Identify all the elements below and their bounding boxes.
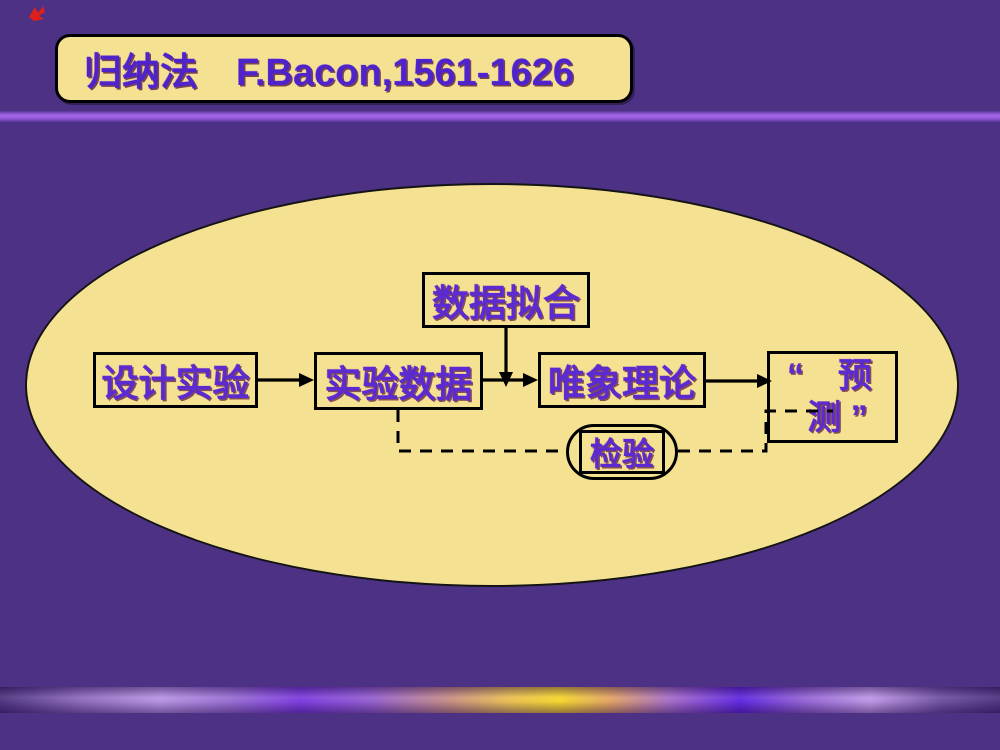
node-data-fitting-label: 数据拟合 [432, 283, 580, 324]
red-mark-icon [29, 6, 45, 21]
title-box: 归纳法 F.Bacon,1561-1626 [55, 34, 633, 103]
divider-line [0, 111, 1000, 122]
node-design-experiment-label: 设计实验 [101, 363, 250, 404]
node-verification: 检验 [566, 424, 678, 480]
node-experimental-data-label: 实验数据 [324, 364, 473, 405]
node-prediction-label-line1: “ 预 [787, 357, 872, 395]
node-experimental-data: 实验数据 [314, 352, 483, 410]
node-verification-label: 检验 [589, 436, 654, 472]
node-data-fitting: 数据拟合 [422, 272, 590, 328]
node-verification-inner-box: 检验 [579, 430, 665, 474]
node-phenomenological-theory-label: 唯象理论 [548, 363, 696, 404]
node-prediction: “ 预 测 ” [767, 351, 898, 443]
footer-gradient-bar [0, 687, 1000, 713]
node-phenomenological-theory: 唯象理论 [538, 352, 706, 408]
slide-title: 归纳法 F.Bacon,1561-1626 [84, 52, 574, 94]
node-prediction-label-line2: 测 ” [807, 399, 868, 437]
node-design-experiment: 设计实验 [93, 352, 258, 408]
